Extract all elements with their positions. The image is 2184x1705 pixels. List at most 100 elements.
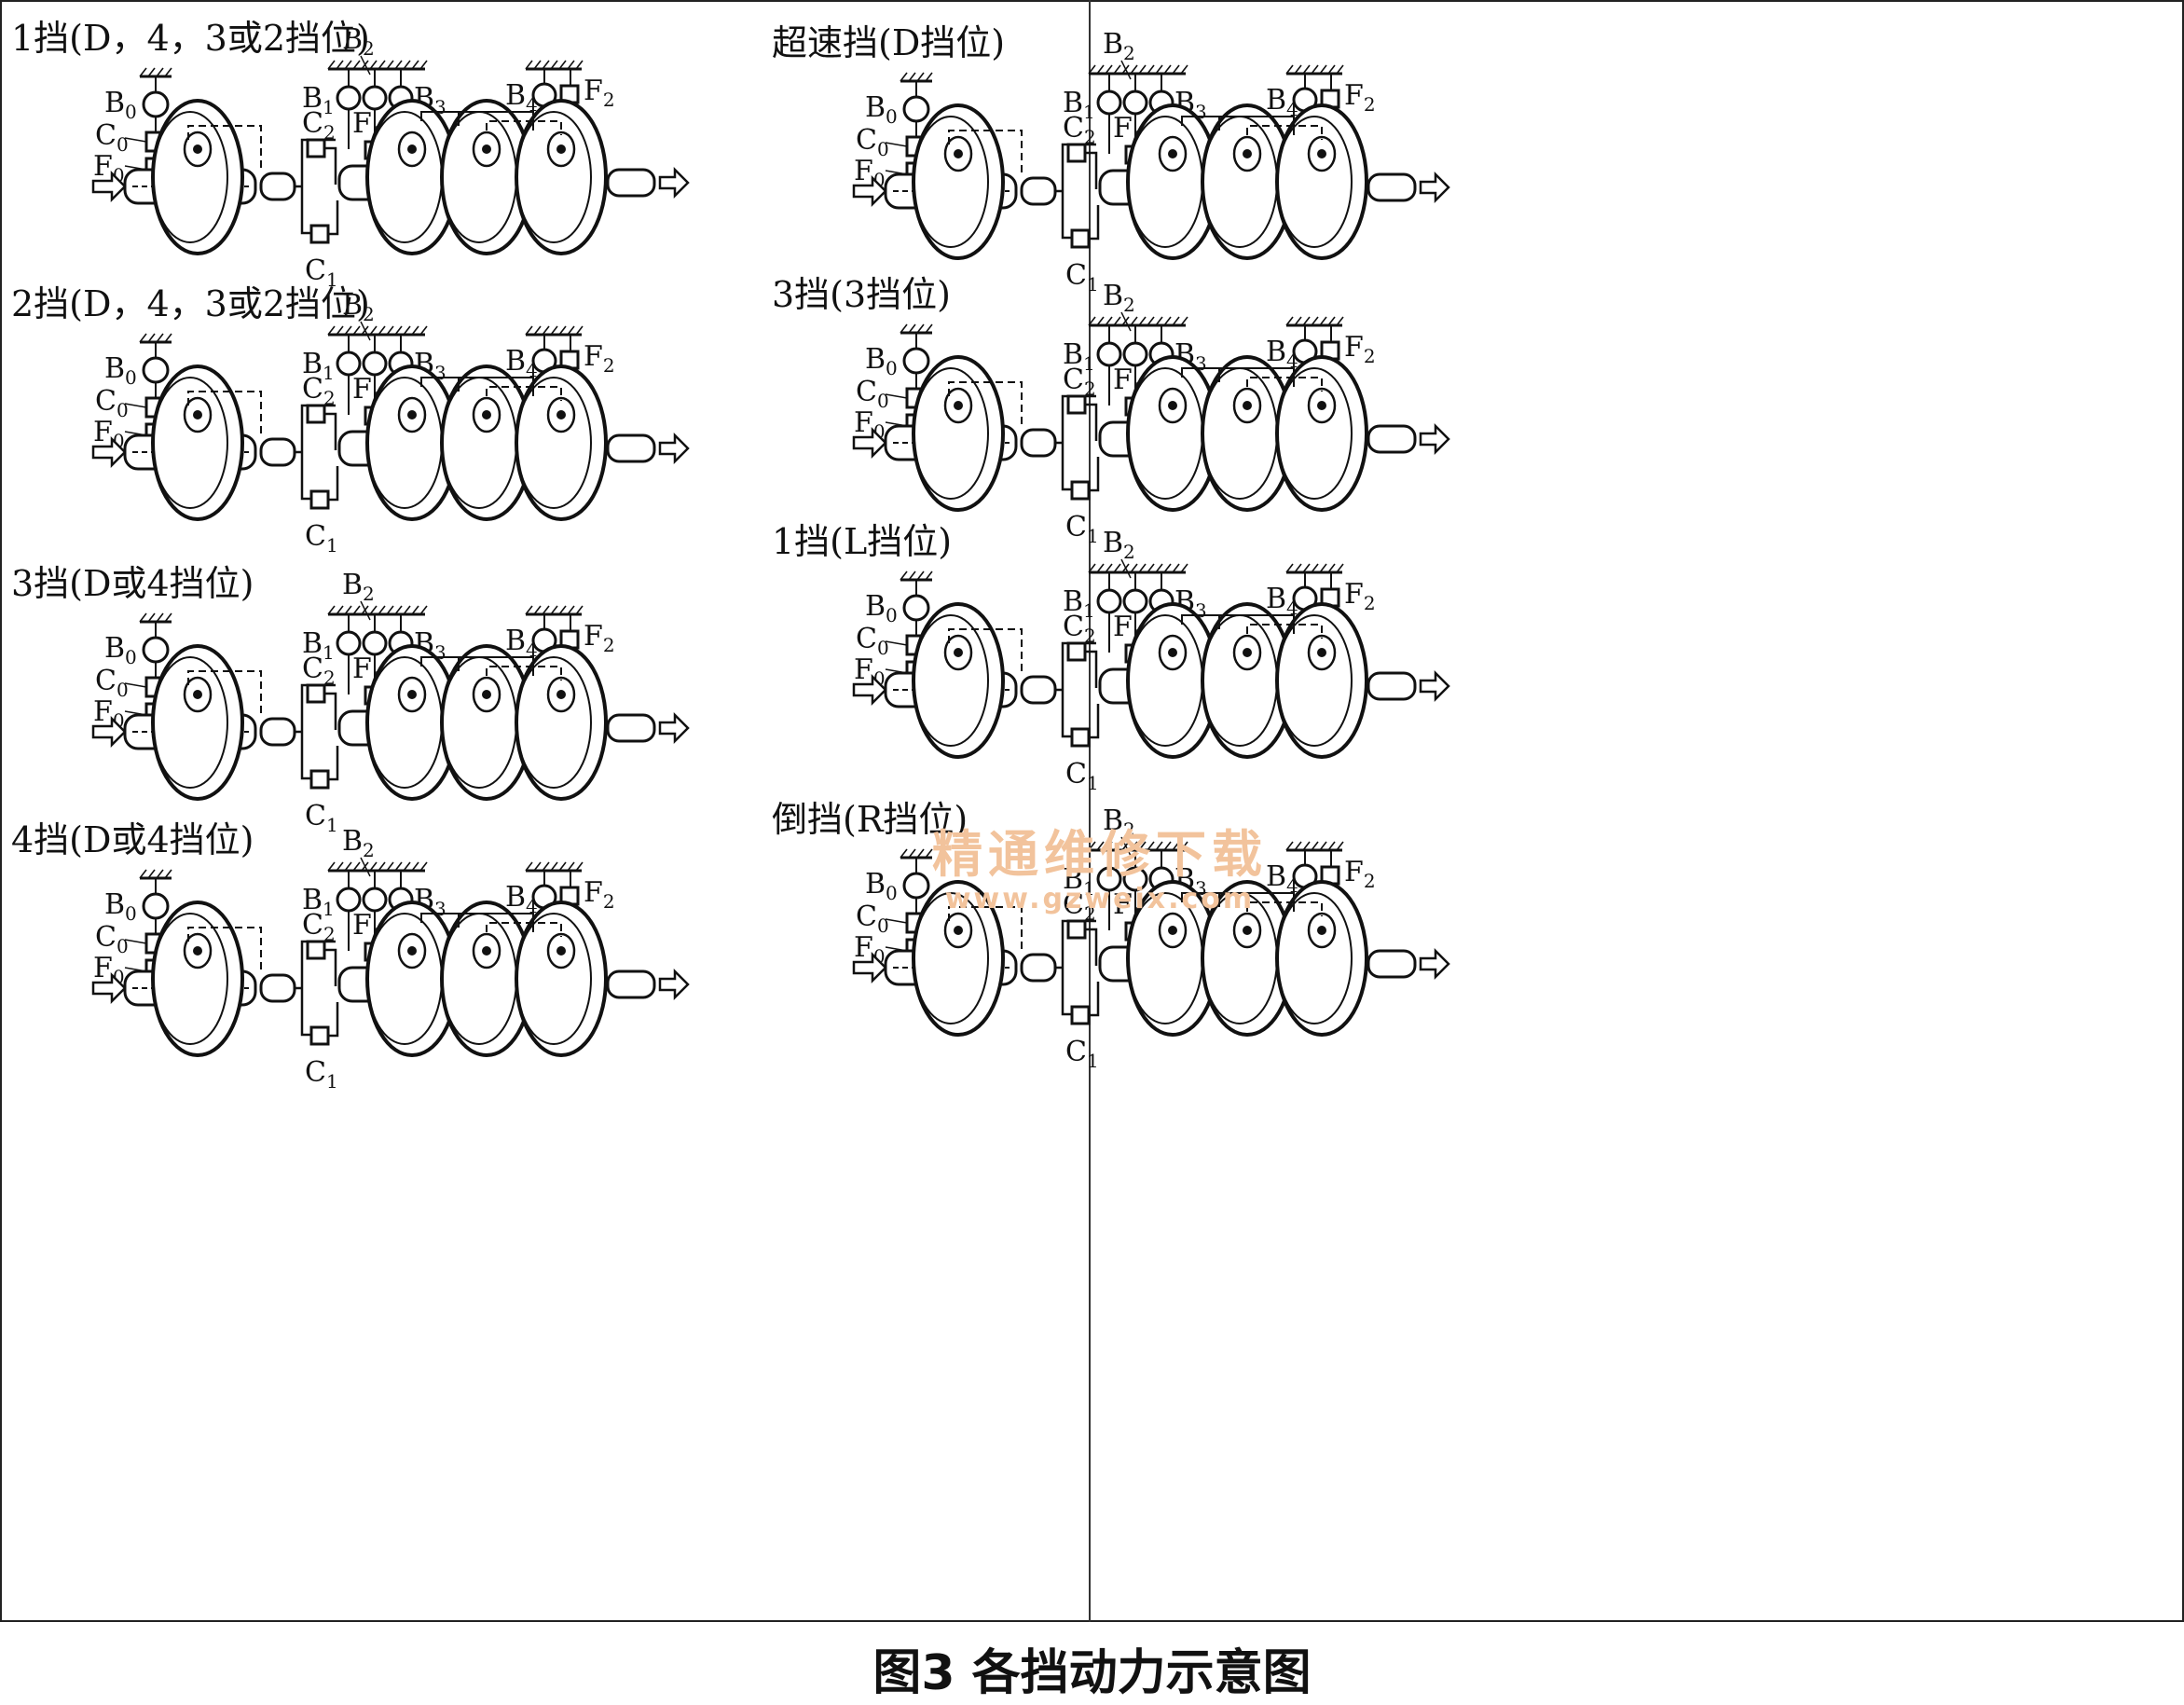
- middle-planetary-gear: [1201, 602, 1294, 759]
- label-c2: C2: [1063, 888, 1096, 925]
- label-b0: B0: [104, 888, 137, 925]
- label-f2: F2: [1344, 79, 1376, 116]
- brake-b1: [1096, 588, 1122, 614]
- watermark-url: www.gzweix.com: [944, 883, 1256, 915]
- rear-planetary-gear: [515, 364, 608, 521]
- panel-title: 3挡(D或4挡位): [11, 563, 254, 604]
- gear-panel: B0C0F0C2C1B1B2B3F1B4F2超速挡(D挡位): [772, 14, 1844, 415]
- output-arrow-icon: [1419, 669, 1450, 703]
- output-arrow-icon: [658, 711, 690, 745]
- brake-b1: [336, 630, 362, 656]
- label-c1: C1: [1065, 511, 1099, 547]
- brake-b1: [1096, 89, 1122, 116]
- panel-title: 2挡(D，4，3或2挡位): [11, 283, 370, 324]
- label-b2: B2: [342, 569, 375, 605]
- gear-panel: B0C0F0C2C1B1B2B3F1B4F2倒挡(R挡位): [772, 791, 1844, 1191]
- label-f2: F2: [584, 876, 615, 913]
- label-c2: C2: [302, 107, 336, 144]
- label-b0: B0: [104, 87, 137, 123]
- brake-b2: [362, 351, 388, 377]
- brake-b0: [902, 594, 930, 622]
- drivetrain-schematic: B0C0F0C2C1B1B2B3F1B4F2: [91, 23, 690, 291]
- label-c1: C1: [1065, 259, 1099, 296]
- drivetrain-schematic: B0C0F0C2C1B1B2B3F1B4F2: [852, 527, 1450, 794]
- front-planetary-gear: [365, 99, 459, 255]
- drivetrain-schematic: B0C0F0C2C1B1B2B3F1B4F2: [852, 804, 1450, 1072]
- clutch-c2: [1066, 143, 1087, 163]
- label-b2: B2: [1103, 280, 1135, 316]
- output-arrow-icon: [1419, 947, 1450, 981]
- panel-title: 3挡(3挡位): [772, 274, 952, 315]
- brake-b0: [142, 356, 170, 384]
- gear-panel: B0C0F0C2C1B1B2B3F1B4F23挡(D或4挡位): [11, 555, 1083, 956]
- gear-panel: B0C0F0C2C1B1B2B3F1B4F21挡(L挡位): [772, 513, 1844, 914]
- label-c1: C1: [305, 800, 338, 836]
- panel-title: 4挡(D或4挡位): [11, 819, 254, 860]
- rear-planetary-gear: [1275, 103, 1368, 260]
- output-shaft: [1367, 671, 1417, 701]
- clutch-c2: [306, 940, 326, 960]
- label-b0: B0: [865, 343, 898, 379]
- drivetrain-schematic: B0C0F0C2C1B1B2B3F1B4F2: [852, 28, 1450, 296]
- intermediate-shaft: [1020, 953, 1057, 983]
- output-shaft: [606, 168, 656, 198]
- drivetrain-schematic: B0C0F0C2C1B1B2B3F1B4F2: [91, 825, 690, 1093]
- panel-title: 倒挡(R挡位): [772, 799, 968, 840]
- overdrive-planetary-gear: [912, 602, 1005, 759]
- output-arrow-icon: [658, 968, 690, 1001]
- label-c1: C1: [305, 254, 338, 291]
- brake-b2: [362, 887, 388, 913]
- label-c2: C2: [1063, 112, 1096, 148]
- brake-b0: [902, 347, 930, 375]
- overdrive-planetary-gear: [151, 364, 244, 521]
- label-c0: C0: [856, 623, 889, 659]
- label-c0: C0: [95, 665, 129, 701]
- brake-b2: [362, 630, 388, 656]
- label-c2: C2: [1063, 611, 1096, 647]
- label-f2: F2: [584, 340, 615, 377]
- intermediate-shaft: [1020, 176, 1057, 206]
- rear-planetary-gear: [1275, 355, 1368, 512]
- label-b4: B4: [505, 881, 538, 917]
- output-shaft: [606, 969, 656, 999]
- intermediate-shaft: [1020, 428, 1057, 458]
- overdrive-planetary-gear: [151, 644, 244, 801]
- clutch-c2: [1066, 394, 1087, 415]
- clutch-c2: [306, 683, 326, 704]
- rear-planetary-gear: [515, 901, 608, 1057]
- gear-panel: B0C0F0C2C1B1B2B3F1B4F22挡(D，4，3或2挡位): [11, 275, 1083, 676]
- brake-b0: [142, 636, 170, 664]
- overdrive-planetary-gear: [151, 99, 244, 255]
- label-b0: B0: [104, 632, 137, 668]
- input-arrow-icon: [91, 170, 127, 203]
- label-b4: B4: [505, 79, 538, 116]
- input-arrow-icon: [852, 951, 887, 984]
- panel-title: 超速挡(D挡位): [772, 22, 1006, 63]
- brake-b2: [1122, 588, 1148, 614]
- brake-b0: [902, 95, 930, 123]
- output-shaft: [606, 433, 656, 463]
- input-arrow-icon: [852, 174, 887, 208]
- input-arrow-icon: [852, 426, 887, 460]
- label-b0: B0: [865, 590, 898, 626]
- label-b4: B4: [505, 625, 538, 661]
- middle-planetary-gear: [440, 644, 533, 801]
- clutch-c1: [309, 489, 330, 510]
- label-c0: C0: [95, 921, 129, 957]
- brake-b1: [336, 351, 362, 377]
- clutch-c1: [1070, 727, 1091, 748]
- rear-planetary-gear: [515, 644, 608, 801]
- gear-panel: B0C0F0C2C1B1B2B3F1B4F21挡(D，4，3或2挡位): [11, 9, 1083, 410]
- brake-b1: [336, 85, 362, 111]
- label-f2: F2: [584, 620, 615, 656]
- brake-b2: [1122, 341, 1148, 367]
- label-c0: C0: [95, 119, 129, 156]
- overdrive-planetary-gear: [151, 901, 244, 1057]
- clutch-c1: [1070, 228, 1091, 249]
- label-b0: B0: [104, 352, 137, 389]
- front-planetary-gear: [365, 364, 459, 521]
- watermark-text: 精通维修下载: [932, 825, 1268, 884]
- input-arrow-icon: [852, 673, 887, 707]
- panel-title: 1挡(L挡位): [772, 521, 953, 562]
- output-shaft: [1367, 949, 1417, 979]
